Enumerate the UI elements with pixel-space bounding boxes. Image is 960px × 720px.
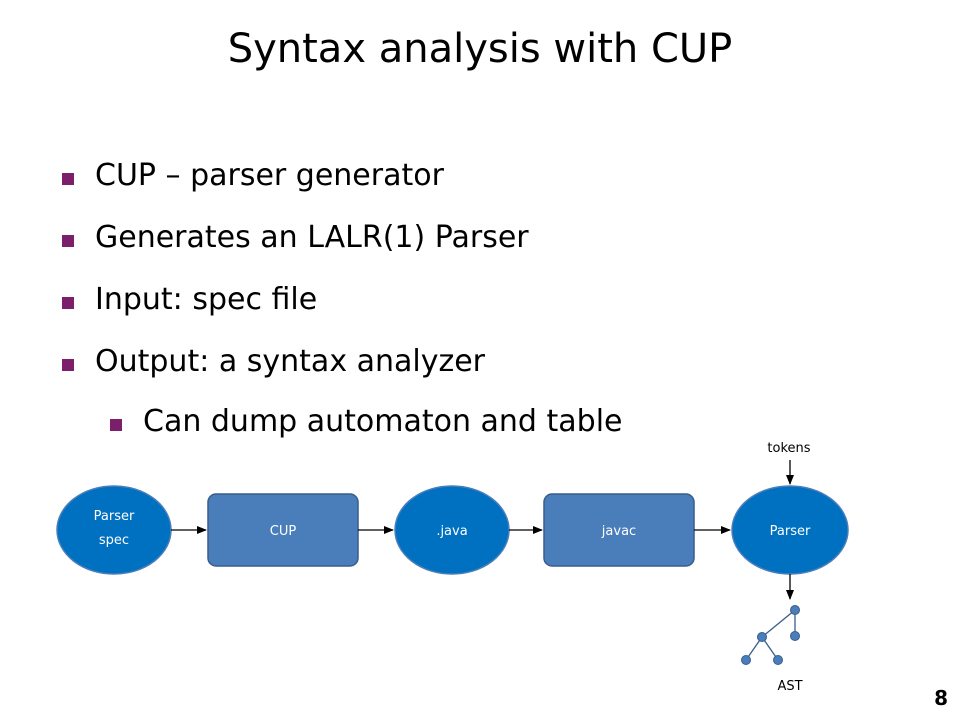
java-label: .java: [436, 524, 467, 539]
cup-label: CUP: [270, 524, 297, 539]
ast-tree-icon: [741, 605, 800, 665]
bullet-text: Output: a syntax analyzer: [95, 344, 486, 379]
bullet-square-icon: [110, 419, 122, 431]
bullet-text: Generates an LALR(1) Parser: [95, 220, 529, 255]
bullet-square-icon: [62, 235, 74, 247]
javac-node: javac: [543, 493, 695, 567]
parser-node: Parser: [731, 485, 849, 575]
sub-bullet-item: Can dump automaton and table: [110, 404, 623, 439]
parser-label: Parser: [770, 524, 811, 539]
bullet-text: CUP – parser generator: [95, 158, 444, 193]
bullet-text: Can dump automaton and table: [143, 404, 623, 439]
slide-title: Syntax analysis with CUP: [227, 26, 733, 72]
parser-spec-label-line1: Parser: [94, 509, 135, 524]
bullet-square-icon: [62, 173, 74, 185]
javac-label: javac: [601, 524, 636, 539]
bullet-item: CUP – parser generator: [62, 158, 444, 193]
cup-node: CUP: [207, 493, 359, 567]
tokens-label: tokens: [767, 441, 810, 456]
bullet-item: Output: a syntax analyzer: [62, 344, 486, 379]
bullet-item: Input: spec file: [62, 282, 318, 317]
ast-label: AST: [777, 679, 802, 694]
bullet-item: Generates an LALR(1) Parser: [62, 220, 529, 255]
parser-spec-node: Parser spec: [56, 485, 172, 575]
parser-spec-label-line2: spec: [99, 533, 129, 548]
bullet-square-icon: [62, 359, 74, 371]
java-node: .java: [394, 485, 510, 575]
page-number: 8: [934, 686, 948, 710]
bullet-text: Input: spec file: [95, 282, 318, 317]
bullet-square-icon: [62, 297, 74, 309]
